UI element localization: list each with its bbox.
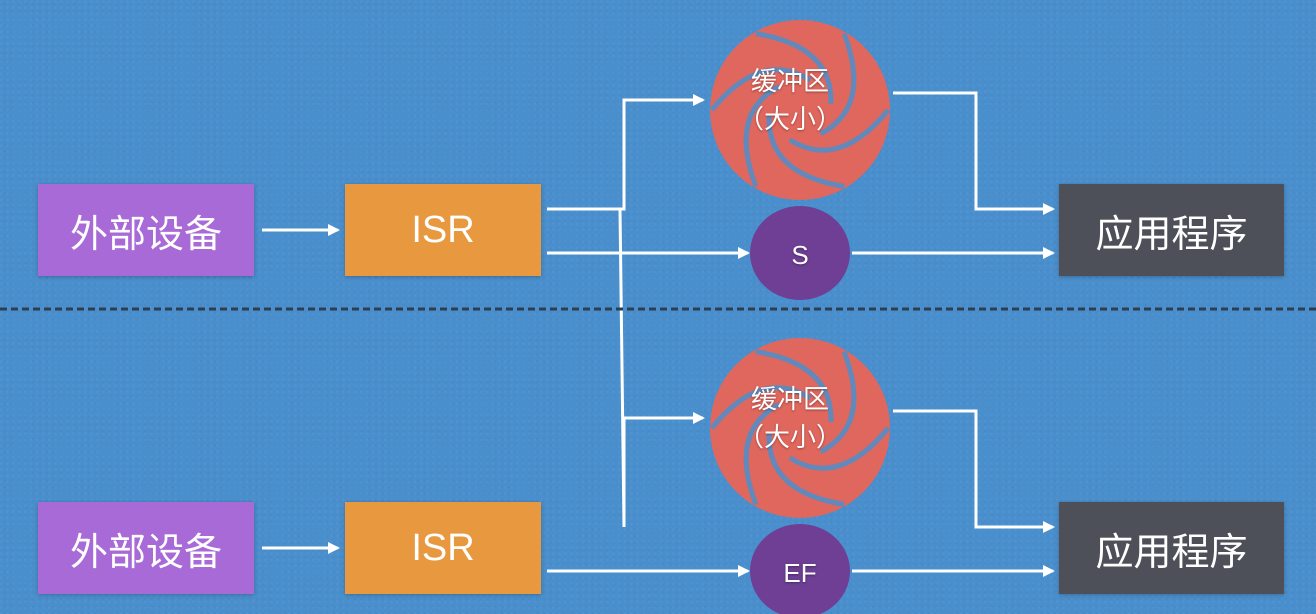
bottom-arrow-isr-buffer — [547, 207, 705, 528]
bottom-buffer-aperture-blade — [709, 385, 812, 430]
top-buffer-aperture-blade — [709, 67, 812, 112]
bottom-buffer-label: 缓冲区 （大小） — [710, 380, 870, 456]
bottom-signal-circle — [750, 524, 850, 614]
bottom-buffer-aperture-blade — [766, 433, 845, 507]
bottom-buffer-size: （大小） — [737, 422, 842, 452]
top-signal-label: S — [755, 240, 845, 270]
top-buffer-size: （大小） — [737, 104, 842, 134]
bottom-device-box: 外部设备 — [38, 502, 254, 594]
top-device-label: 外部设备 — [69, 213, 222, 256]
top-diagram — [262, 20, 1055, 300]
bottom-isr-box: ISR — [345, 502, 541, 594]
top-arrow-buffer-app — [893, 91, 1055, 215]
bottom-signal-text: EF — [783, 558, 817, 588]
top-buffer-aperture-blade — [819, 32, 857, 136]
bottom-buffer-aperture-blade — [819, 350, 857, 454]
bottom-app-box: 应用程序 — [1059, 502, 1284, 594]
bottom-device-label: 外部设备 — [69, 531, 222, 574]
bottom-buffer-aperture-blade — [743, 402, 781, 506]
top-buffer-aperture-blade — [743, 84, 781, 188]
bottom-app-label: 应用程序 — [1095, 531, 1248, 574]
top-buffer-aperture-blade — [788, 108, 891, 153]
top-buffer-aperture-blade — [755, 31, 834, 105]
top-buffer-disc — [710, 20, 890, 200]
bottom-buffer-title: 缓冲区 — [750, 384, 829, 414]
bottom-buffer-disc — [710, 338, 890, 518]
top-buffer-aperture-blade — [766, 115, 845, 189]
top-buffer-label: 缓冲区 （大小） — [710, 62, 870, 138]
bottom-arrow-buffer-app — [893, 409, 1055, 533]
bottom-diagram — [262, 207, 1055, 614]
bottom-buffer-aperture-blade — [755, 349, 834, 423]
bottom-signal-label: EF — [755, 558, 845, 588]
bottom-isr-label: ISR — [411, 526, 475, 569]
top-app-label: 应用程序 — [1095, 213, 1248, 256]
top-signal-circle — [750, 206, 850, 300]
top-app-box: 应用程序 — [1059, 184, 1284, 276]
top-isr-label: ISR — [411, 208, 475, 251]
top-device-box: 外部设备 — [38, 184, 254, 276]
top-arrow-isr-buffer — [547, 94, 705, 211]
top-signal-text: S — [791, 240, 809, 270]
bottom-buffer-aperture-blade — [788, 426, 891, 471]
top-isr-box: ISR — [345, 184, 541, 276]
top-buffer-title: 缓冲区 — [750, 66, 829, 96]
